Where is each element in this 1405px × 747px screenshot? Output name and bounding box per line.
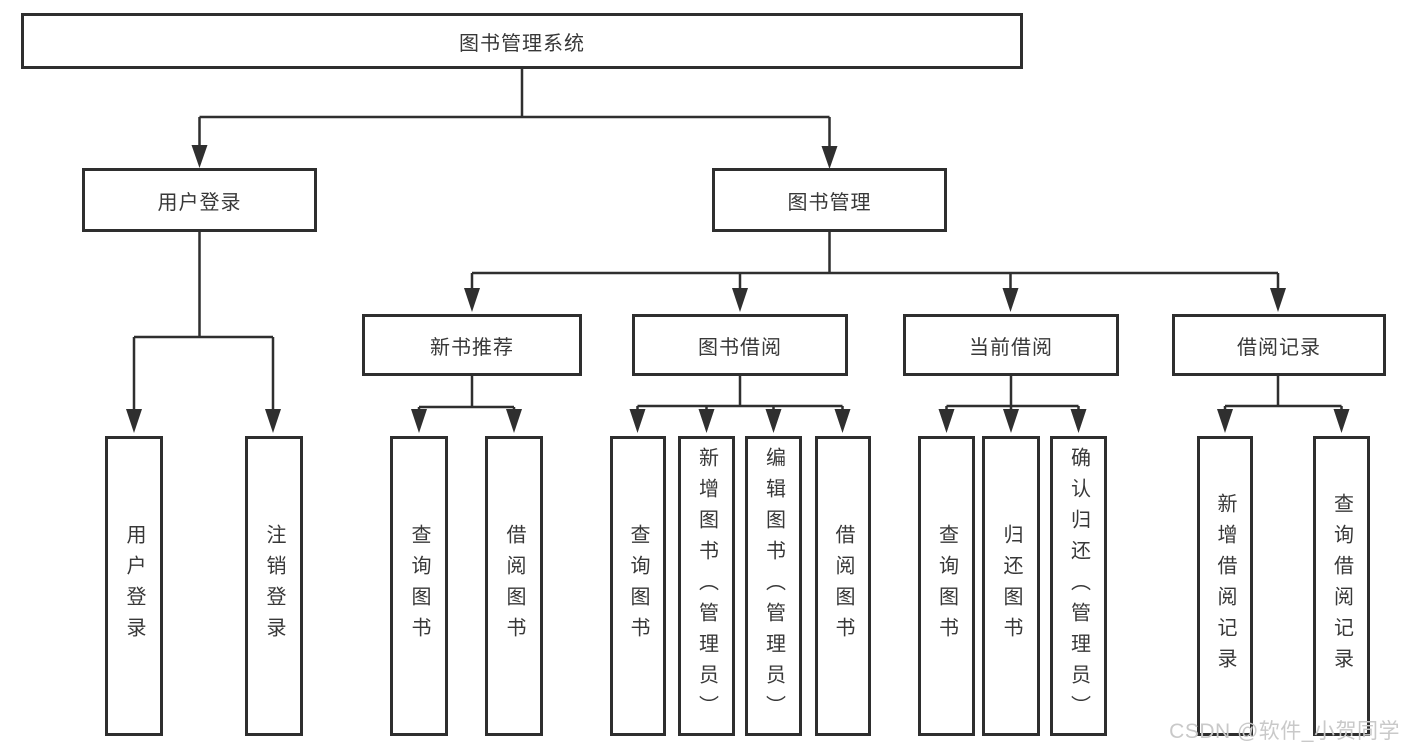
- leaf-user-login: 用户登录: [105, 436, 163, 736]
- node-book-management: 图书管理: [712, 168, 947, 232]
- leaf-logout: 注销登录: [245, 436, 303, 736]
- csdn-watermark: CSDN @软件_小贺同学: [1169, 720, 1400, 743]
- node-new-book-recommend: 新书推荐: [362, 314, 582, 376]
- leaf-borrowing-borrow-books: 借阅图书: [815, 436, 871, 736]
- leaf-recommend-borrow-books: 借阅图书: [485, 436, 543, 736]
- leaf-current-query-books: 查询图书: [918, 436, 975, 736]
- leaf-borrowing-query-books: 查询图书: [610, 436, 666, 736]
- leaf-current-confirm-return-admin: 确认归还（管理员）: [1050, 436, 1107, 736]
- leaf-borrowing-edit-books-admin: 编辑图书（管理员）: [745, 436, 802, 736]
- leaf-records-query-record: 查询借阅记录: [1313, 436, 1370, 736]
- node-user-login: 用户登录: [82, 168, 317, 232]
- leaf-records-add-record: 新增借阅记录: [1197, 436, 1253, 736]
- node-book-borrowing: 图书借阅: [632, 314, 848, 376]
- node-current-borrowing: 当前借阅: [903, 314, 1119, 376]
- leaf-borrowing-add-books-admin: 新增图书（管理员）: [678, 436, 735, 736]
- node-library-management-system: 图书管理系统: [21, 13, 1023, 69]
- leaf-recommend-query-books: 查询图书: [390, 436, 448, 736]
- leaf-current-return-books: 归还图书: [982, 436, 1040, 736]
- node-borrowing-records: 借阅记录: [1172, 314, 1386, 376]
